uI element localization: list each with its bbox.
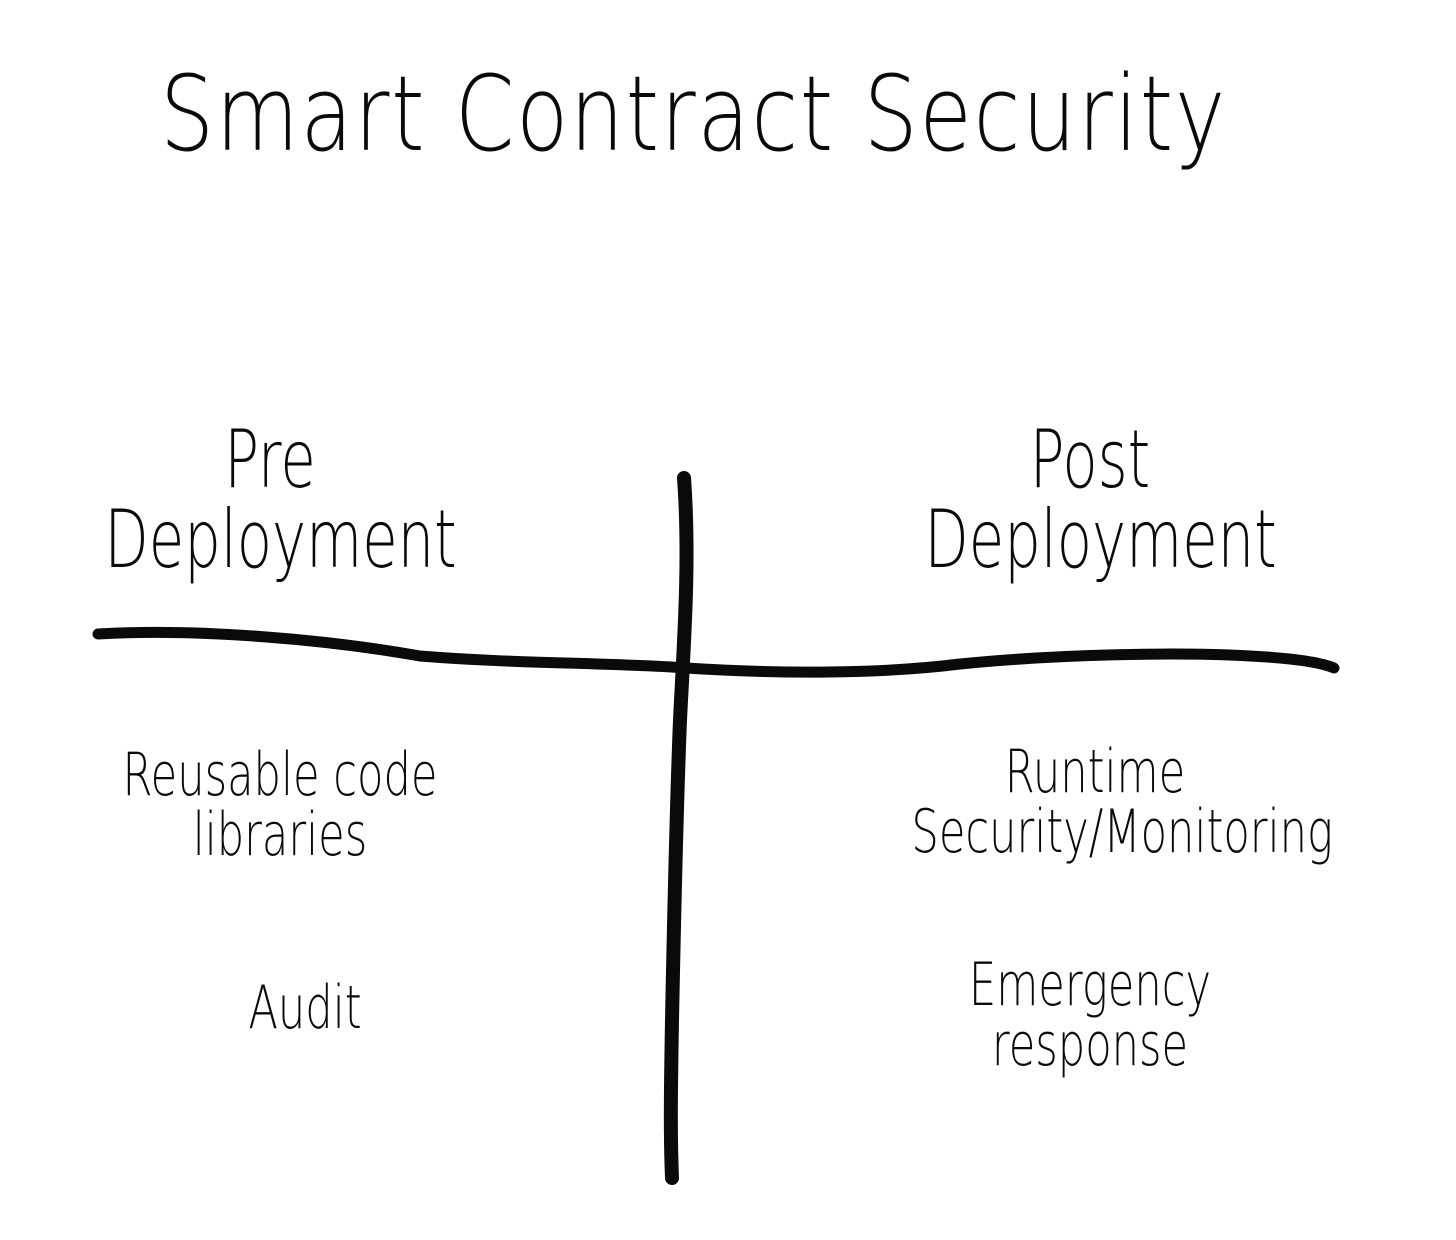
item-emergency-response: Emergency response: [939, 955, 1241, 1075]
item-line2: Security/Monitoring: [911, 797, 1333, 867]
item-line1: Reusable code: [122, 740, 438, 810]
item-line1: Runtime: [1004, 737, 1186, 807]
item-line1: Audit: [248, 973, 362, 1043]
pre-heading-line1: Pre: [224, 413, 316, 506]
item-line2: response: [991, 1010, 1189, 1080]
item-audit: Audit: [197, 978, 413, 1038]
item-line2: libraries: [192, 800, 368, 870]
pre-heading-line2: Deployment: [104, 493, 457, 586]
item-runtime-security-monitoring: Runtime Security/Monitoring: [911, 737, 1333, 867]
item-line1: Emergency: [968, 950, 1212, 1020]
post-heading-line1: Post: [1029, 413, 1151, 506]
pre-deployment-heading: Pre Deployment: [104, 413, 457, 586]
item-reusable-code-libraries: Reusable code libraries: [100, 745, 460, 865]
post-deployment-heading: Post Deployment: [924, 413, 1277, 586]
vertical-divider: [663, 471, 694, 1185]
post-heading-line2: Deployment: [924, 493, 1277, 586]
horizontal-divider: [92, 626, 1340, 678]
diagram-title: Smart Contract Security: [160, 53, 1227, 175]
